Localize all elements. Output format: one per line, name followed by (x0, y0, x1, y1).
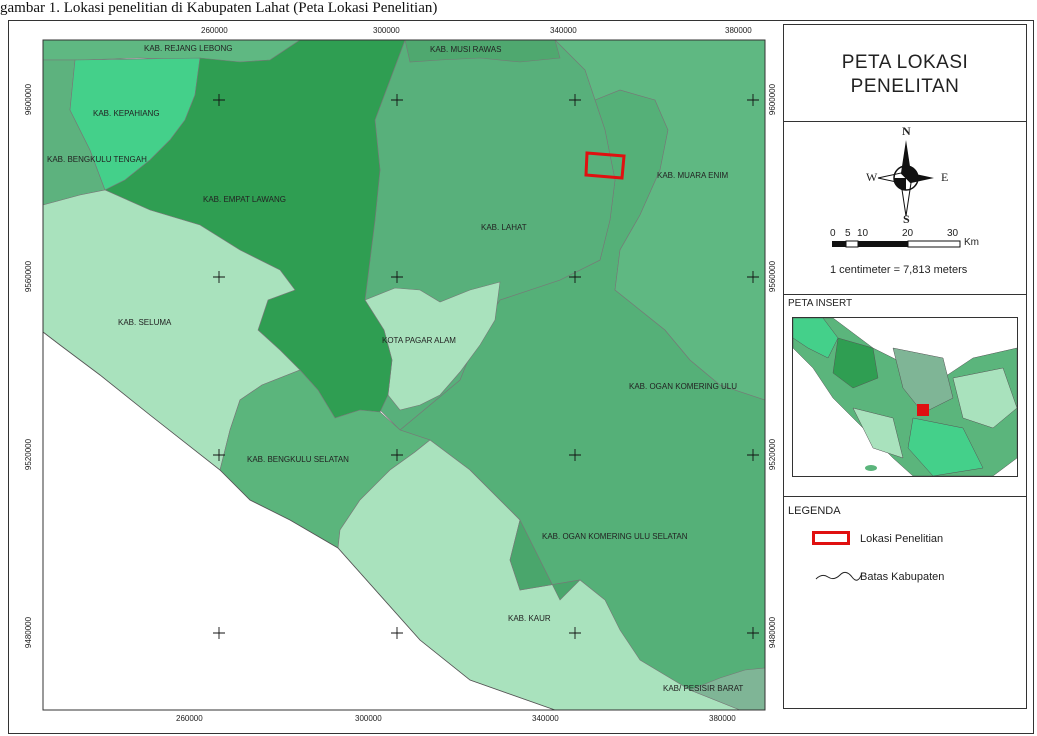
legend-study-area-label: Lokasi Penelitian (860, 533, 944, 545)
scale-label-0: 0 (830, 228, 836, 239)
left-tick-2: 9560000 (24, 260, 34, 293)
label-muara-enim: KAB. MUARA ENIM (657, 171, 728, 180)
bottom-tick-2: 300000 (355, 714, 382, 723)
coastline (42, 331, 556, 711)
map-neatline (42, 39, 766, 711)
scale-label-10: 10 (857, 228, 869, 239)
insert-title: PETA INSERT (788, 298, 853, 309)
right-tick-2: 9560000 (768, 260, 778, 293)
top-tick-3: 340000 (550, 26, 577, 35)
insert-box: PETA INSERT (783, 294, 1027, 497)
graticule (213, 94, 759, 639)
label-oku: KAB. OGAN KOMERING ULU (629, 382, 737, 391)
insert-location-marker (917, 404, 929, 416)
scale-unit: Km (964, 237, 979, 248)
north-arrow-icon (877, 140, 934, 217)
left-tick-1: 9600000 (24, 83, 34, 116)
label-kaur: KAB. KAUR (508, 614, 551, 623)
label-empat-lawang: KAB. EMPAT LAWANG (203, 195, 286, 204)
label-bengkulu-selatan: KAB. BENGKULU SELATAN (247, 455, 349, 464)
top-tick-2: 300000 (373, 26, 400, 35)
map-title-line1: PETA LOKASI (841, 52, 969, 73)
scale-label-5: 5 (845, 228, 851, 239)
legend-boundary-label: Batas Kabupaten (860, 571, 945, 583)
scale-ratio-text: 1 centimeter = 7,813 meters (830, 264, 968, 276)
bottom-tick-4: 380000 (709, 714, 736, 723)
label-seluma: KAB. SELUMA (118, 318, 172, 327)
bottom-tick-3: 340000 (532, 714, 559, 723)
legend-box: LEGENDA Lokasi Penelitian Batas Kabupate… (783, 496, 1027, 709)
compass-n: N (902, 124, 911, 138)
right-tick-3: 9520000 (768, 438, 778, 471)
legend-study-area-swatch (812, 531, 850, 545)
scale-label-30: 30 (947, 228, 959, 239)
left-tick-4: 9480000 (24, 616, 34, 649)
top-tick-1: 260000 (201, 26, 228, 35)
compass-box: N S W E 0 5 10 20 30 Km 1 centimeter = 7… (783, 121, 1027, 295)
map-title-line2: PENELITAN (850, 76, 960, 97)
label-oku-selatan: KAB. OGAN KOMERING ULU SELATAN (542, 532, 688, 541)
insert-map[interactable] (792, 317, 1018, 477)
compass-s: S (903, 212, 910, 226)
title-box: PETA LOKASI PENELITAN (783, 24, 1027, 122)
label-musi-rawas: KAB. MUSI RAWAS (430, 45, 501, 54)
compass-w: W (866, 170, 878, 184)
region-oku-selatan[interactable] (469, 469, 581, 601)
left-tick-3: 9520000 (24, 438, 34, 471)
study-area-marker[interactable] (584, 151, 626, 180)
region-musi-rawas[interactable] (404, 39, 561, 63)
compass-e: E (941, 170, 949, 184)
label-bengkulu-tengah: KAB. BENGKULU TENGAH (47, 155, 147, 164)
right-tick-1: 9600000 (768, 83, 778, 116)
right-tick-4: 9480000 (768, 616, 778, 649)
region-muara-enim[interactable] (554, 39, 766, 401)
label-kepahiang: KAB. KEPAHIANG (93, 109, 160, 118)
legend-boundary-icon (815, 571, 863, 581)
label-rejang-lebong: KAB. REJANG LEBONG (144, 44, 232, 53)
scale-label-20: 20 (902, 228, 914, 239)
top-tick-4: 380000 (725, 26, 752, 35)
bottom-tick-1: 260000 (176, 714, 203, 723)
scale-bar (832, 240, 961, 248)
legend-title: LEGENDA (788, 505, 841, 517)
label-lahat: KAB. LAHAT (481, 223, 527, 232)
label-pesisir-barat: KAB/ PESISIR BARAT (663, 684, 743, 693)
label-pagar-alam: KOTA PAGAR ALAM (382, 336, 456, 345)
figure-caption: gambar 1. Lokasi penelitian di Kabupaten… (0, 0, 438, 16)
side-panel: PETA LOKASI PENELITAN N S W E 0 5 10 20 … (783, 24, 1027, 709)
